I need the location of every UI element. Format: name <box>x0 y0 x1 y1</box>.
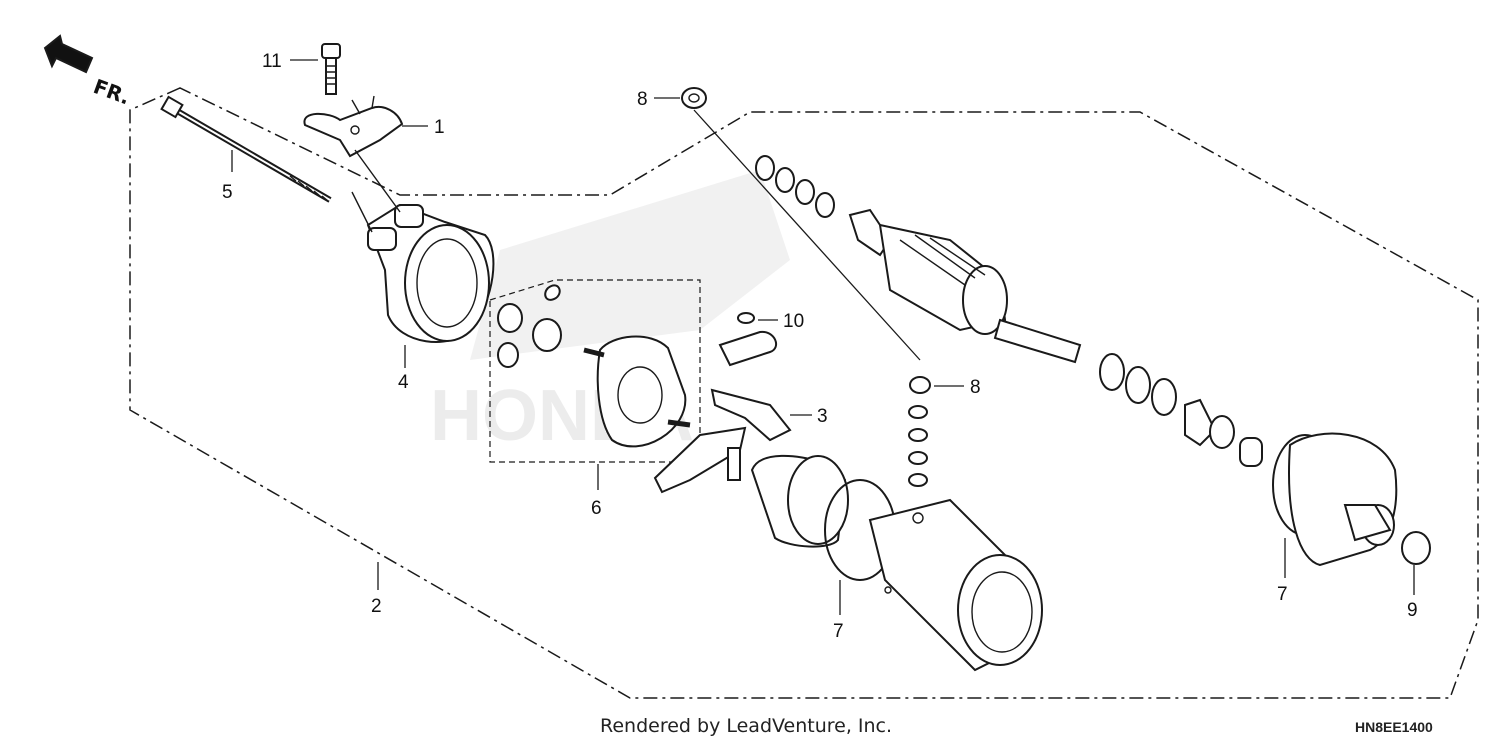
callout-label: 9 <box>1407 600 1418 621</box>
part-brush-holder <box>497 284 691 448</box>
callouts: 11 1 5 4 6 3 10 8 8 7 7 9 2 <box>222 51 1418 642</box>
alignment-line <box>693 109 921 361</box>
part-washer-small <box>737 312 755 324</box>
brush-holder-group-box <box>489 279 701 463</box>
callout-label: 8 <box>637 89 648 110</box>
direction-label: FR. <box>90 74 133 109</box>
arrow-left-icon <box>43 34 94 74</box>
part-nut-top <box>681 87 707 109</box>
callout-label: 8 <box>970 377 981 398</box>
callout-label: 3 <box>817 406 828 427</box>
callout-label: 5 <box>222 182 233 203</box>
part-armature <box>755 155 1082 364</box>
shading <box>470 170 790 360</box>
callout-label: 11 <box>262 51 282 72</box>
callout-label: 10 <box>783 311 804 332</box>
part-rear-washers <box>1099 353 1263 467</box>
callout-label: 7 <box>833 621 844 642</box>
callout-label: 1 <box>434 117 445 138</box>
diagram-code: HN8EE1400 <box>1355 719 1433 735</box>
part-brush-cover <box>750 454 849 548</box>
part-nut-washer-stack <box>908 376 931 487</box>
part-through-bolt <box>160 95 332 203</box>
part-rear-cover <box>1288 432 1398 567</box>
part-front-housing <box>351 149 495 343</box>
front-direction-indicator: FR. <box>43 34 133 109</box>
callout-label: 6 <box>591 498 602 519</box>
part-yoke <box>868 498 1043 672</box>
render-credit: Rendered by LeadVenture, Inc. <box>600 715 892 737</box>
leader-lines <box>231 59 1415 615</box>
part-bracket <box>303 95 404 158</box>
part-o-ring-small <box>1401 531 1431 565</box>
callout-label: 7 <box>1277 584 1288 605</box>
part-terminal-plates <box>653 330 792 494</box>
callout-label: 4 <box>398 372 409 393</box>
assembly-boundary <box>129 87 1479 699</box>
callout-label: 2 <box>371 596 382 617</box>
part-bolt <box>321 43 341 95</box>
